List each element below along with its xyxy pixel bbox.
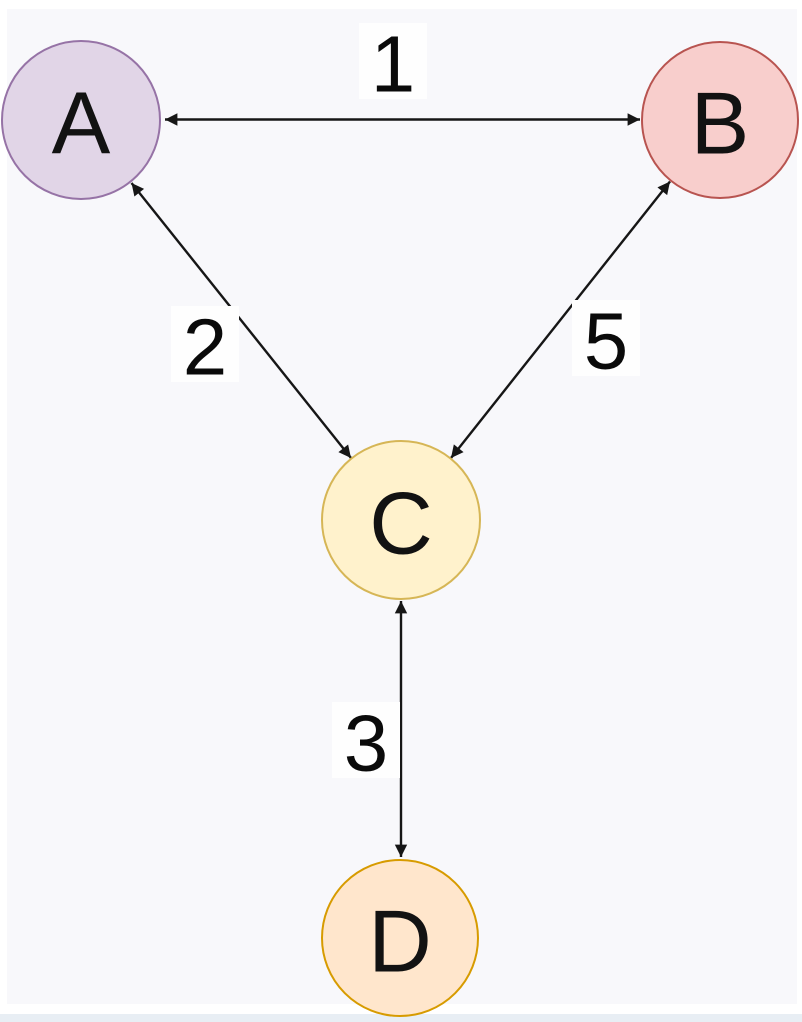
bottom-strip	[0, 1014, 802, 1022]
edge-weight-B-C: 5	[584, 297, 629, 386]
node-D-circle	[321, 859, 479, 1017]
edge-weight-bg-A-C	[171, 306, 239, 382]
frame-left	[0, 0, 7, 1022]
node-D-label: D	[368, 892, 432, 991]
edge-A-C	[130, 182, 352, 459]
edge-weight-C-D: 3	[344, 699, 389, 788]
node-A: A	[1, 40, 161, 200]
node-B-circle	[641, 41, 799, 199]
node-A-label: A	[52, 74, 111, 173]
node-C-label: C	[369, 474, 433, 573]
edge-weight-bg-A-B	[359, 23, 427, 99]
node-B-label: B	[691, 74, 750, 173]
node-C-circle	[321, 440, 481, 600]
edge-weight-bg-B-C	[572, 300, 640, 376]
edge-weight-A-B: 1	[371, 20, 416, 109]
frame-top	[0, 0, 802, 9]
frame-right	[797, 0, 802, 1022]
node-B: B	[641, 41, 799, 199]
node-C: C	[321, 440, 481, 600]
node-A-circle	[1, 40, 161, 200]
edge-weight-bg-C-D	[332, 702, 400, 778]
node-D: D	[321, 859, 479, 1017]
edge-B-C	[450, 180, 671, 459]
edge-weight-A-C: 2	[183, 303, 228, 392]
